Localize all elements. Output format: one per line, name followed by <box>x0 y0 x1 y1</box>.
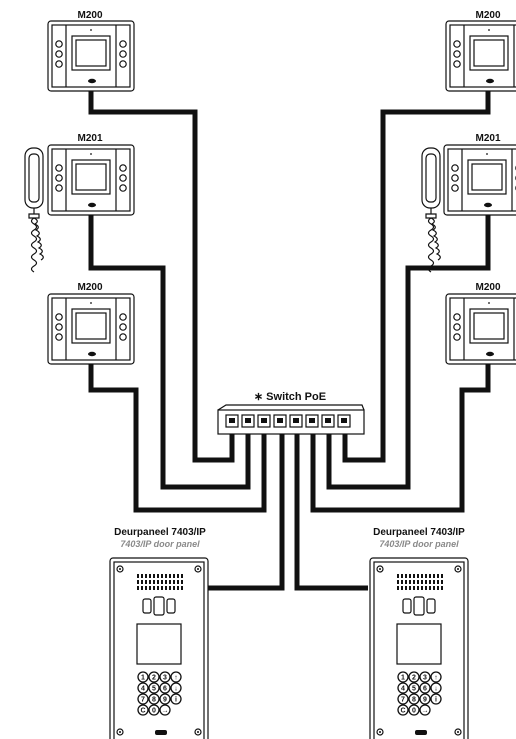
svg-text:3: 3 <box>163 675 167 682</box>
keypad-key[interactable]: 3 <box>159 671 171 683</box>
svg-text:→: → <box>422 708 429 715</box>
keypad-key[interactable]: 9 <box>159 693 171 705</box>
cable-lines <box>88 84 491 591</box>
svg-text:0: 0 <box>152 708 156 715</box>
switch-port <box>289 414 303 428</box>
speaker-grille-icon <box>397 574 443 590</box>
monitor-label: M200 <box>77 10 102 21</box>
svg-text:6: 6 <box>423 686 427 693</box>
monitor-label: M200 <box>475 282 500 293</box>
svg-text:1: 1 <box>401 675 405 682</box>
monitor-right-mid: M201 <box>421 133 516 273</box>
keypad-key[interactable]: ↓ <box>430 682 442 694</box>
keypad-key[interactable]: 7 <box>397 693 409 705</box>
svg-text:9: 9 <box>423 697 427 704</box>
switch-port <box>257 414 271 428</box>
poe-switch: ∗ Switch PoE <box>217 391 365 435</box>
door-panel-subtitle: 7403/IP door panel <box>379 539 459 549</box>
keypad-key[interactable]: i <box>170 693 182 705</box>
switch-port <box>241 414 255 428</box>
monitor-left-bot: M200 <box>47 282 135 365</box>
keypad-key[interactable]: ↓ <box>170 682 182 694</box>
svg-text:5: 5 <box>412 686 416 693</box>
keypad-key[interactable]: ↑ <box>170 671 182 683</box>
monitor-left-top: M200 <box>47 10 135 92</box>
door-panel-subtitle: 7403/IP door panel <box>120 539 200 549</box>
switch-label: ∗ Switch PoE <box>254 391 326 403</box>
switch-ports <box>225 414 351 428</box>
svg-text:8: 8 <box>412 697 416 704</box>
svg-text:C: C <box>140 708 145 715</box>
keypad-key[interactable]: 9 <box>419 693 431 705</box>
svg-text:2: 2 <box>412 675 416 682</box>
monitor-right-bot: M200 <box>445 282 516 365</box>
keypad-key[interactable]: 0 <box>408 704 420 716</box>
keypad-key[interactable]: 3 <box>419 671 431 683</box>
switch-port <box>337 414 351 428</box>
monitor-left-mid: M201 <box>24 133 135 273</box>
svg-text:4: 4 <box>401 686 405 693</box>
door-panel-title: Deurpaneel 7403/IP <box>114 527 206 538</box>
keypad-key[interactable]: 8 <box>148 693 160 705</box>
svg-text:↓: ↓ <box>434 686 438 693</box>
keypad-key[interactable]: 1 <box>137 671 149 683</box>
switch-port <box>305 414 319 428</box>
keypad-key[interactable]: 0 <box>148 704 160 716</box>
keypad-key[interactable]: 4 <box>397 682 409 694</box>
monitor-label: M201 <box>475 133 500 144</box>
monitor-label: M201 <box>77 133 102 144</box>
keypad-key[interactable]: → <box>419 704 431 716</box>
keypad-key[interactable]: 4 <box>137 682 149 694</box>
svg-text:1: 1 <box>141 675 145 682</box>
switch-port <box>273 414 287 428</box>
keypad-key[interactable]: 8 <box>408 693 420 705</box>
monitor-label: M200 <box>475 10 500 21</box>
keypad-key[interactable]: 5 <box>148 682 160 694</box>
svg-text:i: i <box>175 697 177 704</box>
svg-text:7: 7 <box>401 697 405 704</box>
switch-port <box>321 414 335 428</box>
svg-text:↑: ↑ <box>434 675 438 682</box>
monitor-label: M200 <box>77 282 102 293</box>
keypad-key[interactable]: 1 <box>397 671 409 683</box>
speaker-grille-icon <box>137 574 183 590</box>
keypad-key[interactable]: 5 <box>408 682 420 694</box>
handset-icon <box>421 147 441 273</box>
monitor-right-top: M200 <box>445 10 516 92</box>
svg-text:5: 5 <box>152 686 156 693</box>
svg-text:4: 4 <box>141 686 145 693</box>
keypad-key[interactable]: → <box>159 704 171 716</box>
keypad-key[interactable]: 2 <box>148 671 160 683</box>
svg-text:↓: ↓ <box>174 686 178 693</box>
keypad-key[interactable]: 6 <box>419 682 431 694</box>
keypad-key[interactable]: 7 <box>137 693 149 705</box>
svg-text:3: 3 <box>423 675 427 682</box>
svg-text:i: i <box>435 697 437 704</box>
keypad-key[interactable]: ↑ <box>430 671 442 683</box>
door-panel-title: Deurpaneel 7403/IP <box>373 527 465 538</box>
handset-icon <box>24 147 44 273</box>
svg-text:→: → <box>162 708 169 715</box>
svg-text:6: 6 <box>163 686 167 693</box>
keypad-key[interactable]: 2 <box>408 671 420 683</box>
svg-text:0: 0 <box>412 708 416 715</box>
svg-text:9: 9 <box>163 697 167 704</box>
svg-text:8: 8 <box>152 697 156 704</box>
keypad-key[interactable]: C <box>137 704 149 716</box>
keypad-key[interactable]: 6 <box>159 682 171 694</box>
keypad-key[interactable]: i <box>430 693 442 705</box>
keypad-key[interactable]: C <box>397 704 409 716</box>
svg-text:2: 2 <box>152 675 156 682</box>
svg-text:↑: ↑ <box>174 675 178 682</box>
svg-text:7: 7 <box>141 697 145 704</box>
switch-port <box>225 414 239 428</box>
svg-text:C: C <box>400 708 405 715</box>
